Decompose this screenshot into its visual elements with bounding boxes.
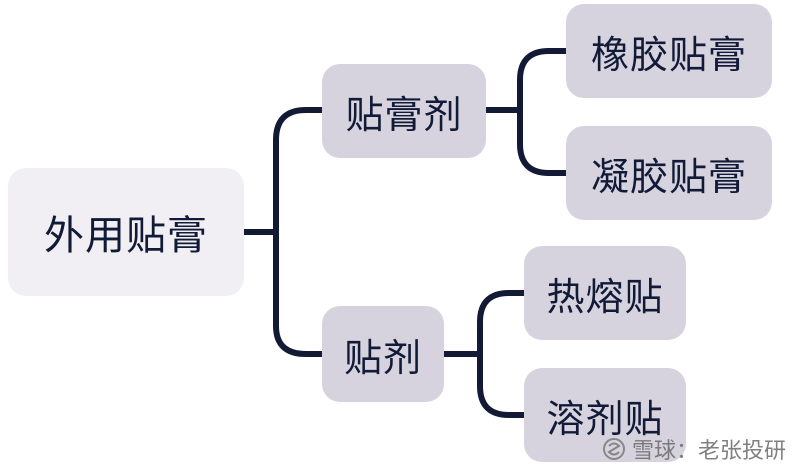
branch-node-tieji: 贴剂 [322,306,444,402]
branch-node-tiegaoji: 贴膏剂 [322,64,486,158]
leaf-node-label: 热熔贴 [546,274,664,319]
connector-root-to-tieji [273,229,325,357]
leaf-node-label: 凝胶贴膏 [590,154,747,199]
watermark-text: 雪球：老张投研 [631,439,786,464]
connector-gaoji-to-xiangjiao [517,48,569,113]
watermark: 雪球：老张投研 [602,433,786,465]
connector-tieji-to-rongji [477,351,527,418]
connector-root-to-gaoji [273,107,325,235]
connector-gaoji-to-ningjiao [517,107,569,176]
root-node: 外用贴膏 [8,168,244,296]
leaf-node-rongji: 溶剂贴 [524,368,686,462]
root-node-label: 外用贴膏 [44,213,208,259]
leaf-node-xiangjiao: 橡胶贴膏 [566,4,772,98]
snowball-logo-icon [602,437,626,461]
branch-node-label: 贴膏剂 [345,92,463,137]
leaf-node-label: 橡胶贴膏 [590,32,747,77]
connector-tieji-to-rerong [477,290,527,357]
branch-node-label: 贴剂 [343,335,422,380]
leaf-node-ningjiao: 凝胶贴膏 [566,126,772,220]
leaf-node-rerong: 热熔贴 [524,246,686,340]
leaf-node-label: 溶剂贴 [546,396,664,441]
